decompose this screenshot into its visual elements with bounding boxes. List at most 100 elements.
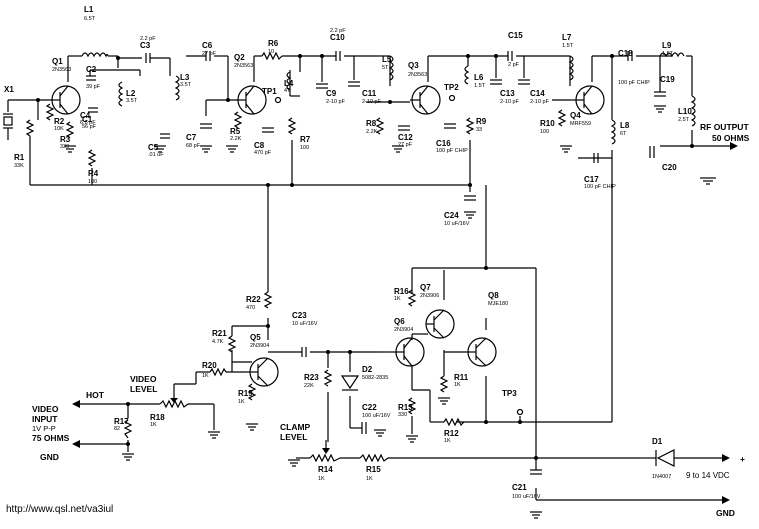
component-ref-c1: C1: [82, 115, 93, 124]
component-value-q6: 2N3904: [394, 327, 413, 333]
component-ref-r9: R9: [476, 117, 487, 126]
component-value-q1: 2N3563: [52, 67, 71, 73]
component-ref-c20: C20: [662, 163, 677, 172]
component-ref-r2: R2: [54, 117, 65, 126]
component-value-q5: 2N3904: [250, 343, 269, 349]
component-value-r4: 100: [88, 179, 97, 185]
component-value-c16: 100 pF CHIP: [436, 148, 468, 154]
video-input-label-2: INPUT: [32, 414, 58, 424]
plus-label: +: [740, 454, 745, 464]
component-value-c3: 2.2 pF: [140, 36, 156, 42]
component-ref-l7: L7: [562, 33, 572, 42]
component-ref-r6: R6: [268, 39, 279, 48]
component-value-r6: 10: [268, 49, 274, 55]
component-value-c12: 27 pF: [398, 142, 413, 148]
component-value-c9: 2-10 pF: [326, 99, 346, 105]
ground-symbols: [64, 105, 716, 519]
component-ref-c10: C10: [330, 33, 345, 42]
component-ref-r15: R15: [366, 465, 381, 474]
component-ref-r20: R20: [202, 361, 217, 370]
component-ref-c2: C2: [86, 65, 97, 74]
component-ref-r10: R10: [540, 119, 555, 128]
component-value-r1: 33K: [14, 163, 24, 169]
component-value-c15: 2 pF: [508, 62, 520, 68]
component-ref-r16: R16: [394, 287, 409, 296]
component-ref-r7: R7: [300, 135, 311, 144]
component-ref-l4: L4: [284, 79, 294, 88]
component-value-c13: 2-10 pF: [500, 99, 520, 105]
component-value-r15: 1K: [366, 476, 373, 482]
component-value-c2: 39 pF: [86, 84, 101, 90]
component-value-q4: MRF559: [570, 121, 591, 127]
component-ref-r18: R18: [150, 413, 165, 422]
component-value-l8: 6T: [620, 131, 627, 137]
component-ref-c12: C12: [398, 133, 413, 142]
capacitor-symbols: [86, 51, 666, 475]
component-ref-c14: C14: [530, 89, 545, 98]
component-ref-c21: C21: [512, 483, 527, 492]
component-ref-c19: C19: [660, 75, 675, 84]
component-value-r19: 1K: [238, 399, 245, 405]
video-level-label-2: LEVEL: [130, 384, 157, 394]
component-ref-c17: C17: [584, 175, 599, 184]
gnd-label-right: GND: [716, 508, 735, 518]
component-ref-d2: D2: [362, 365, 373, 374]
component-ref-tp1: TP1: [262, 87, 277, 96]
component-value-r22: 470: [246, 305, 255, 311]
component-value-c17: 100 pF CHIP: [584, 184, 616, 190]
component-value-c1: 56 pF: [82, 124, 97, 130]
video-input-impedance: 75 OHMS: [32, 433, 70, 443]
component-value-r12: 1K: [444, 438, 451, 444]
test-points: [274, 94, 524, 416]
video-input-label-1: VIDEO: [32, 404, 59, 414]
component-ref-q1: Q1: [52, 57, 63, 66]
component-value-r13: 330: [398, 412, 407, 418]
component-ref-q2: Q2: [234, 53, 245, 62]
component-value-l7: 1.5T: [562, 43, 574, 49]
component-value-c21: 100 uF/16V: [512, 494, 541, 500]
component-ref-c8: C8: [254, 141, 265, 150]
component-value-l2: 3.5T: [126, 98, 138, 104]
component-ref-r4: R4: [88, 169, 99, 178]
component-value-c18: 100 pF CHIP: [618, 80, 650, 86]
component-ref-c6: C6: [202, 41, 213, 50]
component-ref-l8: L8: [620, 121, 630, 130]
component-value-c6: 27 pF: [202, 51, 217, 57]
component-value-d1: 1N4007: [652, 474, 671, 480]
clamp-level-label-2: LEVEL: [280, 432, 307, 442]
component-ref-r13: R13: [398, 403, 413, 412]
hot-label: HOT: [86, 390, 105, 400]
component-value-c4: 6.8 pF: [80, 120, 96, 126]
component-ref-q5: Q5: [250, 333, 261, 342]
crystal-x1-symbol: [3, 100, 13, 140]
component-value-r16: 1K: [394, 296, 401, 302]
component-value-r7: 100: [300, 145, 309, 151]
component-ref-q8: Q8: [488, 291, 499, 300]
component-ref-r5: R5: [230, 127, 241, 136]
supply-voltage-label: 9 to 14 VDC: [686, 471, 730, 480]
potentiometer-arrows: [170, 396, 330, 454]
junction-dots: [36, 54, 694, 460]
component-value-r17: 82: [114, 426, 120, 432]
rf-output-impedance: 50 OHMS: [712, 133, 750, 143]
component-value-r5: 2.2K: [230, 136, 242, 142]
component-ref-c7: C7: [186, 133, 197, 142]
component-ref-l2: L2: [126, 89, 136, 98]
source-url: http://www.qsl.net/va3iul: [6, 504, 113, 515]
component-value-l1: 6.5T: [84, 16, 96, 22]
component-value-l6: 1.5T: [474, 83, 486, 89]
component-value-c23: 10 uF/16V: [292, 321, 318, 327]
component-value-q8: MJE180: [488, 301, 508, 307]
component-value-l5: 5T: [382, 65, 389, 71]
component-ref-l10: L10: [678, 107, 692, 116]
component-ref-q4: Q4: [570, 111, 581, 120]
component-ref-c16: C16: [436, 139, 451, 148]
component-ref-c18: C18: [618, 49, 633, 58]
component-value-r10: 100: [540, 129, 549, 135]
component-ref-c22: C22: [362, 403, 377, 412]
component-value-c14: 2-10 pF: [530, 99, 550, 105]
component-value-l4: 4T: [284, 88, 291, 94]
component-value-r2: 10K: [54, 126, 64, 132]
